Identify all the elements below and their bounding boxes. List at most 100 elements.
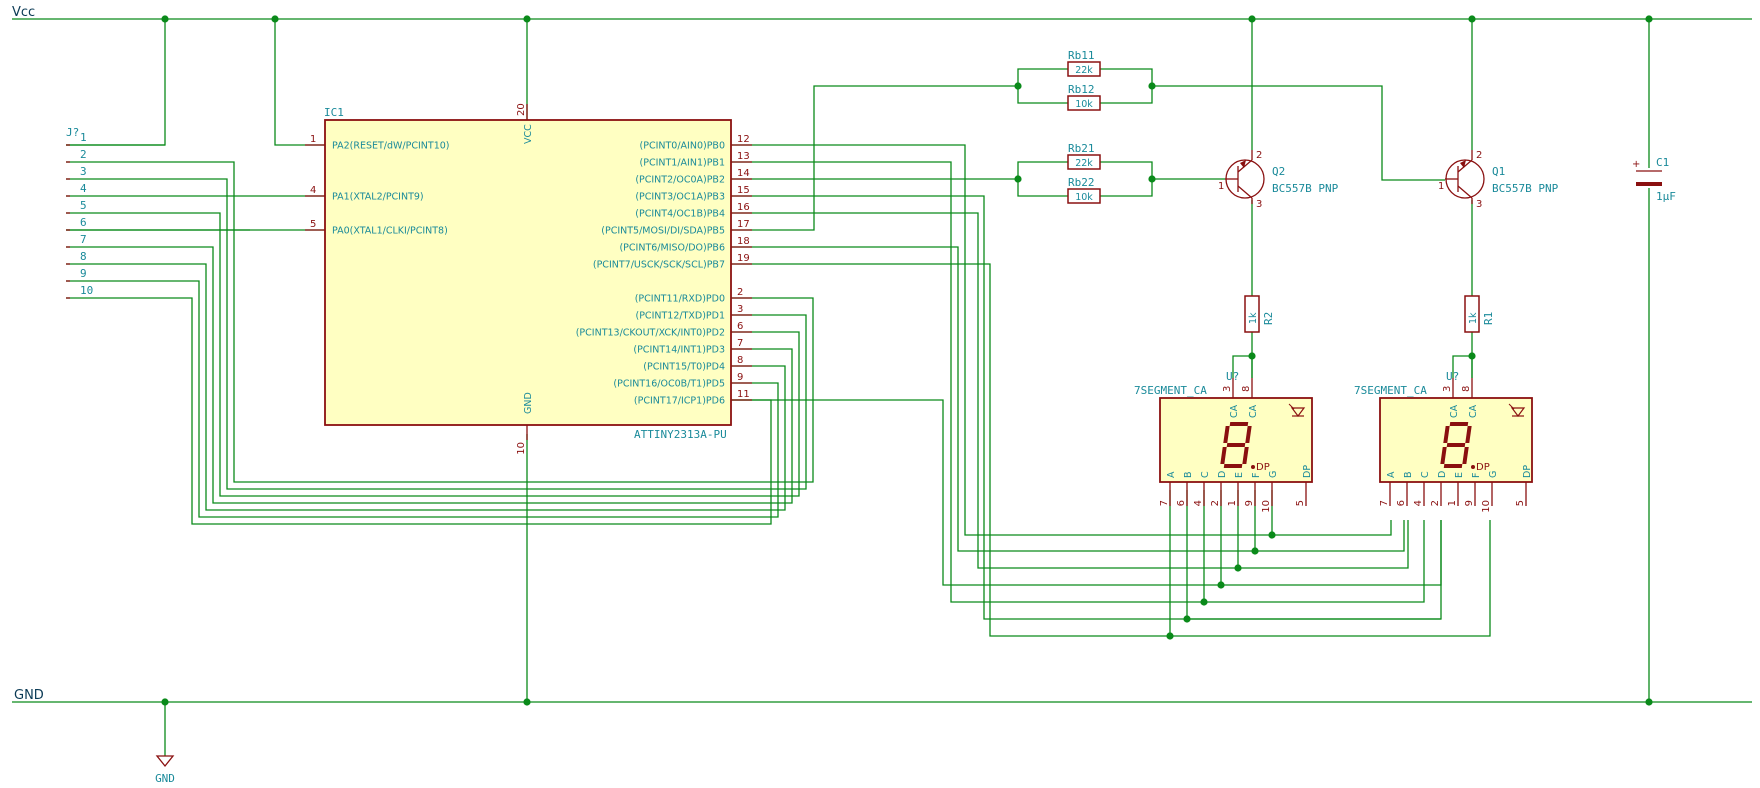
connector-pin-4: 4 [80,182,87,195]
display-bottom-pin: 6 [1396,500,1407,506]
display-value: 7SEGMENT_CA [1354,384,1427,397]
mcu-right-pin-num: 17 [737,219,750,230]
rb22-value: 10k [1075,192,1093,203]
display-bottom-label: A [1386,471,1397,478]
connector-pin-1: 1 [80,131,87,144]
mcu-right-pin-num: 9 [737,372,743,383]
display-ref: U? [1446,370,1459,383]
display-bottom-label: G [1268,471,1279,478]
display-bottom-label: B [1183,471,1194,478]
display-top-pin: 3 [1222,386,1233,392]
c1-ref: C1 [1656,156,1669,169]
resistor-rb21: Rb21 22k [1067,142,1101,170]
mcu-right-pin-name: (PCINT5/MOSI/DI/SDA)PB5 [601,226,725,237]
mcu-right-pin-num: 13 [737,151,750,162]
rb21-value: 22k [1075,158,1093,169]
led-icon [1510,407,1526,417]
led-icon [1290,407,1306,417]
mcu-left-pin-name: PA1(XTAL2/PCINT9) [332,192,424,203]
mcu-value: ATTINY2313A-PU [634,428,727,441]
display-bottom-label: E [1234,472,1245,478]
display-bottom-label: F [1471,473,1482,478]
connector-pin-2: 2 [80,148,87,161]
display-bottom-label: DP [1522,465,1533,478]
display-bottom-pin: 2 [1430,500,1441,506]
mcu-right-pin-num: 14 [737,168,750,179]
display-bottom-pin: 10 [1261,500,1272,513]
display-bottom-label: F [1251,473,1262,478]
display-bottom-pin: 10 [1481,500,1492,513]
connector-pin-5: 5 [80,199,87,212]
c1-polarity: + [1632,159,1640,170]
mcu-right-pin-num: 19 [737,253,750,264]
mcu-left-pin-name: PA0(XTAL1/CLKI/PCINT8) [332,226,448,237]
resistor-r1: 1k R1 [1464,295,1495,333]
mcu-left-pin-num: 5 [310,219,316,230]
transistor-q1: 1 2 3 Q1 BC557B PNP [1438,150,1559,210]
mcu-right-pin-name: (PCINT14/INT1)PD3 [633,345,725,356]
resistor-rb11: Rb11 22k [1067,49,1101,77]
connector-pin-6: 6 [80,216,87,229]
mcu-right-pin-name: (PCINT7/USCK/SCK/SCL)PB7 [593,260,725,271]
mcu-gnd-pin-num: 10 [516,442,527,455]
mcu-right-pin-name: (PCINT0/AIN0)PB0 [640,141,725,152]
r1-ref: R1 [1482,312,1495,325]
mcu-right-pin-name: (PCINT3/OC1A)PB3 [635,192,725,203]
q1-ref: Q1 [1492,165,1505,178]
display-top-label: CA [1229,404,1240,418]
junctions [161,15,1653,706]
display-bottom-pin: 5 [1295,500,1306,506]
mcu-right-pin-num: 8 [737,355,743,366]
mcu-left-pin-num: 1 [310,134,316,145]
c1-value: 1µF [1656,190,1676,203]
gnd-net-label: GND [14,688,44,703]
rb21-ref: Rb21 [1068,142,1095,155]
connector-pin-8: 8 [80,250,87,263]
display-bottom-pin: 1 [1227,500,1238,506]
rb22-ref: Rb22 [1068,176,1095,189]
display-bottom-label: DP [1302,465,1313,478]
q1-value: BC557B PNP [1492,182,1559,195]
mcu-right-pin-name: (PCINT4/OC1B)PB4 [635,209,725,220]
mcu-ref: IC1 [324,106,344,119]
rb11-value: 22k [1075,65,1093,76]
mcu-right-pin-num: 6 [737,321,743,332]
connector-pin-7: 7 [80,233,87,246]
transistor-q2: 1 2 3 Q2 BC557B PNP [1218,150,1339,210]
display-bottom-pin: 4 [1413,500,1424,506]
gnd-symbol-label: GND [155,772,175,785]
resistor-rb22: Rb22 10k [1067,176,1101,204]
display-bottom-pin: 6 [1176,500,1187,506]
connector-ref: J? [66,126,79,139]
mcu-right-pin-num: 2 [737,287,743,298]
mcu-body [324,119,732,426]
mcu-right-pin-num: 3 [737,304,743,315]
display-bottom-pin: 5 [1515,500,1526,506]
display-top-pin: 3 [1442,386,1453,392]
display-ref: U? [1226,370,1239,383]
display-bottom-pin: 1 [1447,500,1458,506]
resistor-r2: 1k R2 [1244,295,1275,333]
display-bottom-label: B [1403,471,1414,478]
q2-pin-c: 3 [1256,199,1262,210]
display-dp-label: DP [1476,462,1490,473]
display-bottom-pin: 2 [1210,500,1221,506]
q1-pin-c: 3 [1476,199,1482,210]
q1-pin-e: 2 [1476,150,1482,161]
rb12-value: 10k [1075,99,1093,110]
gnd-symbol: GND [155,755,175,785]
capacitor-c1: + C1 1µF [1632,156,1676,203]
mcu-right-pin-num: 7 [737,338,743,349]
r2-ref: R2 [1262,312,1275,325]
mcu-ic1: IC1 ATTINY2313A-PU 20 10 VCC GND 1PA2(RE… [305,103,752,455]
q2-ref: Q2 [1272,165,1285,178]
display-bottom-pin: 4 [1193,500,1204,506]
mcu-right-pin-name: (PCINT12/TXD)PD1 [636,311,726,322]
display-bottom-label: D [1437,471,1448,478]
q1-pin-b: 1 [1438,181,1444,192]
